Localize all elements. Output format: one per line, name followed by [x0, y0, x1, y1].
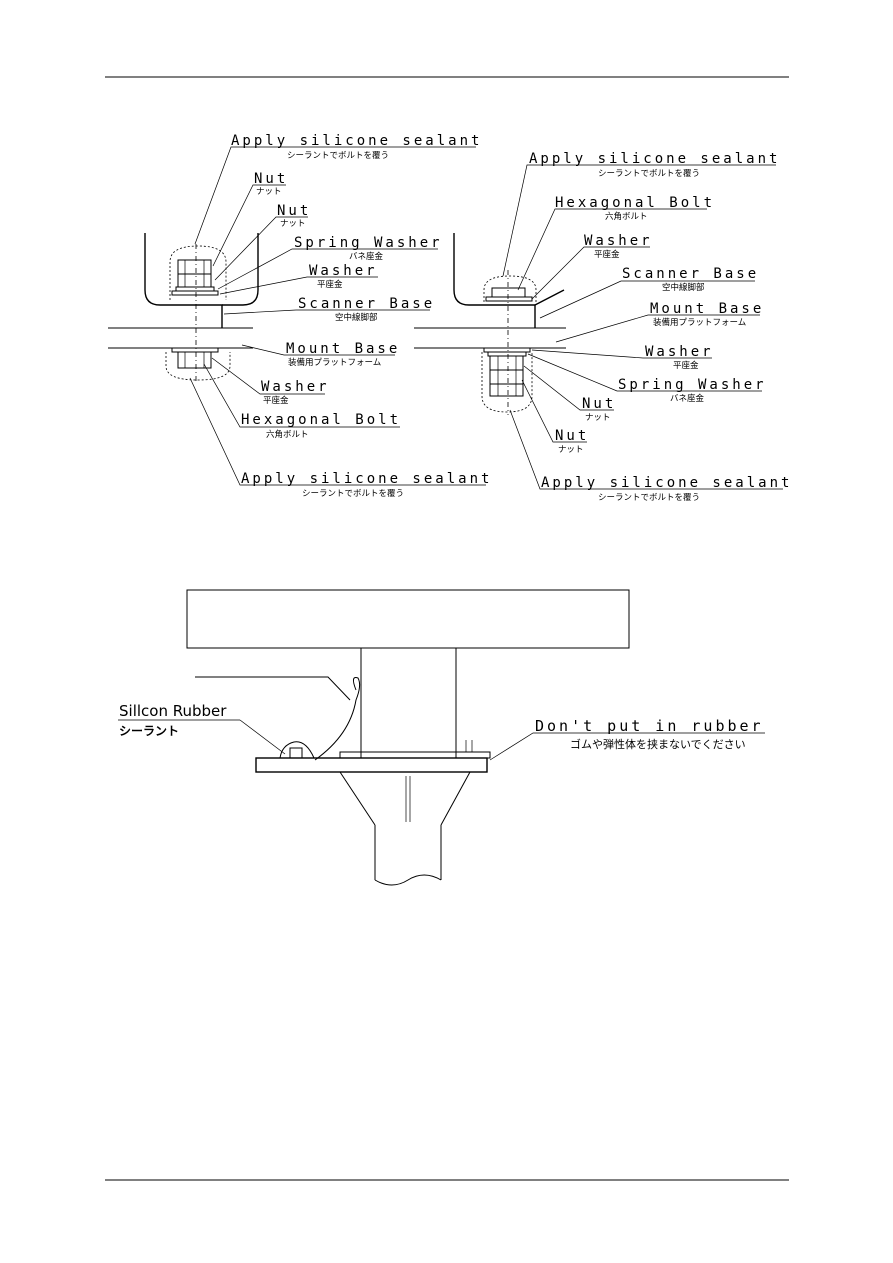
right-nut-1-jp: ナット — [585, 413, 611, 423]
left-hex-bolt-jp: 六角ボルト — [266, 429, 309, 440]
left-top-sealant-label: Apply silicone sealant — [231, 133, 482, 149]
right-scanner-base-jp: 空中線脚部 — [662, 282, 705, 293]
right-bolt-assembly — [414, 164, 783, 490]
right-mount-base-jp: 装備用プラットフォーム — [653, 317, 746, 328]
right-nut-1-label: Nut — [582, 396, 616, 412]
right-washer-top-jp: 平座金 — [594, 249, 620, 260]
right-bottom-sealant-label: Apply silicone sealant — [541, 475, 792, 491]
silicon-rubber-jp: シーラント — [119, 724, 179, 738]
right-hex-bolt-jp: 六角ボルト — [605, 211, 648, 222]
left-washer-bottom-label: Washer — [261, 379, 330, 395]
left-bottom-sealant-label: Apply silicone sealant — [241, 471, 492, 487]
left-washer-top-jp: 平座金 — [317, 279, 343, 290]
right-washer-bottom-jp: 平座金 — [673, 360, 699, 371]
left-scanner-base-jp: 空中線脚部 — [335, 312, 378, 323]
right-washer-top-label: Washer — [584, 233, 653, 249]
silicon-rubber-label: Sillcon Rubber — [119, 702, 227, 720]
left-bottom-sealant-jp: シーラントでボルトを覆う — [302, 489, 404, 499]
right-spring-washer-jp: バネ座金 — [670, 393, 705, 404]
left-nut-2-jp: ナット — [280, 219, 306, 229]
right-spring-washer-label: Spring Washer — [618, 377, 767, 393]
left-nut-1-jp: ナット — [256, 187, 282, 197]
left-washer-top-label: Washer — [309, 263, 378, 279]
left-mount-base-label: Mount Base — [286, 341, 400, 357]
no-rubber-label: Don't put in rubber — [535, 717, 764, 735]
right-mount-base-label: Mount Base — [650, 301, 764, 317]
no-rubber-jp: ゴムや弾性体を挟まないでください — [570, 737, 746, 751]
right-scanner-base-label: Scanner Base — [622, 266, 759, 282]
left-bolt-assembly — [108, 146, 486, 486]
left-top-sealant-jp: シーラントでボルトを覆う — [287, 151, 389, 161]
left-nut-1-label: Nut — [254, 171, 288, 187]
right-top-sealant-label: Apply silicone sealant — [529, 151, 780, 167]
left-washer-bottom-jp: 平座金 — [263, 395, 289, 406]
right-top-sealant-jp: シーラントでボルトを覆う — [598, 169, 700, 179]
right-hex-bolt-label: Hexagonal Bolt — [555, 195, 715, 211]
left-scanner-base-label: Scanner Base — [298, 296, 435, 312]
left-nut-2-label: Nut — [277, 203, 311, 219]
lower-mounting-diagram — [118, 589, 765, 886]
right-nut-2-jp: ナット — [558, 445, 584, 455]
right-nut-2-label: Nut — [555, 428, 589, 444]
right-washer-bottom-label: Washer — [645, 344, 714, 360]
left-spring-washer-label: Spring Washer — [294, 235, 443, 251]
left-spring-washer-jp: バネ座金 — [349, 251, 384, 262]
right-bottom-sealant-jp: シーラントでボルトを覆う — [598, 493, 700, 503]
left-hex-bolt-label: Hexagonal Bolt — [241, 412, 401, 428]
left-mount-base-jp: 装備用プラットフォーム — [288, 357, 381, 368]
